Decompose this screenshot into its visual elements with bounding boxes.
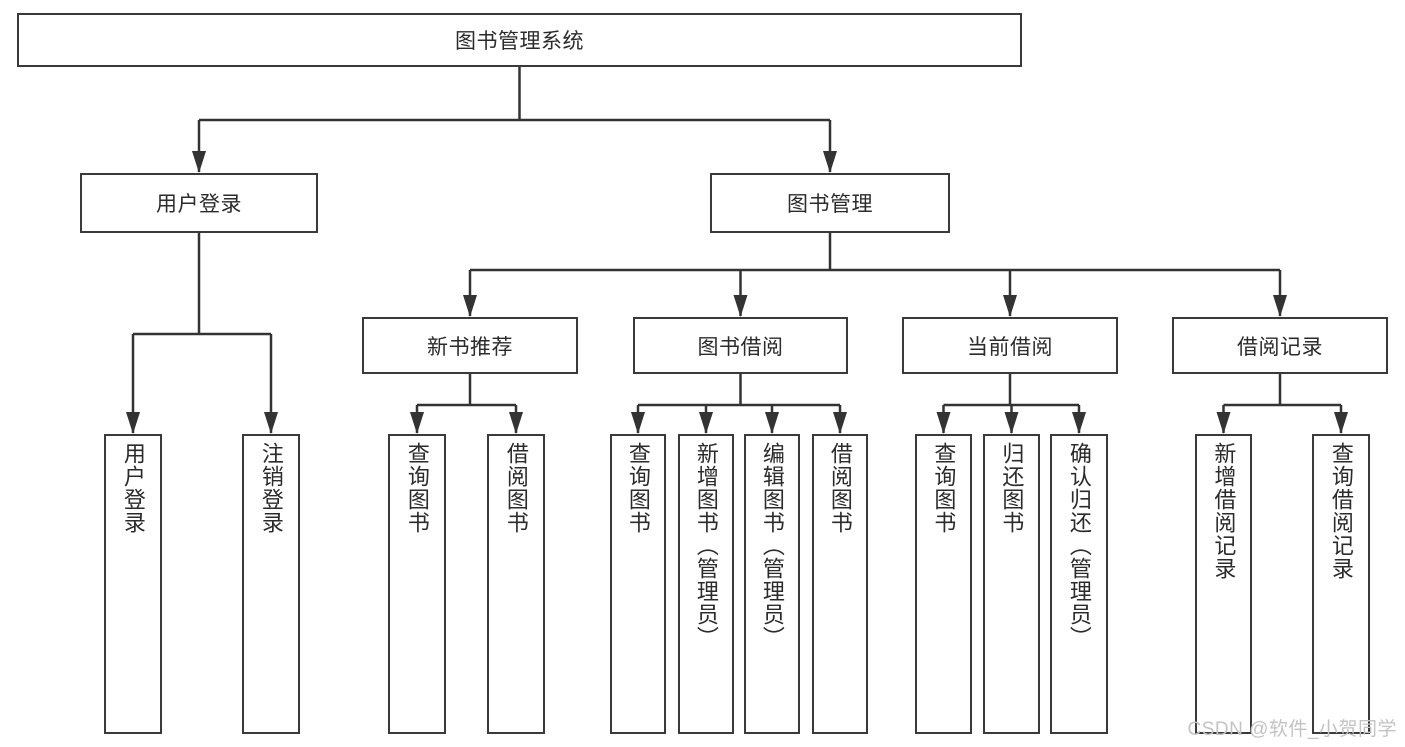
- node-l2_3[interactable]: 借阅记录: [1172, 317, 1388, 374]
- node-label: 新增借阅记录: [1211, 442, 1237, 580]
- arrow-head-1-0: [126, 412, 140, 434]
- node-l2_1[interactable]: 图书借阅: [633, 317, 848, 374]
- node-l3_12[interactable]: 查询借阅记录: [1312, 434, 1370, 734]
- node-l3_9[interactable]: 归还图书: [983, 434, 1040, 734]
- node-l1_1[interactable]: 图书管理: [710, 173, 950, 233]
- node-l3_8[interactable]: 查询图书: [915, 434, 972, 734]
- node-label: 查询借阅记录: [1328, 442, 1354, 580]
- node-l3_4[interactable]: 查询图书: [610, 434, 666, 734]
- csdn-watermark: CSDN @软件_小贺同学: [1187, 719, 1397, 740]
- node-label: 归还图书: [999, 442, 1025, 534]
- node-l3_0[interactable]: 用户登录: [104, 434, 162, 734]
- node-l3_7[interactable]: 借阅图书: [812, 434, 868, 734]
- node-label: 新增图书（管理员）: [693, 442, 719, 649]
- arrow-head-5-2: [1072, 412, 1086, 434]
- arrow-head-4-2: [765, 412, 779, 434]
- node-label: 查询图书: [404, 442, 430, 534]
- node-label: 新书推荐: [427, 335, 513, 359]
- arrow-head-5-1: [1004, 412, 1019, 434]
- node-label: 用户登录: [120, 442, 146, 534]
- node-l3_3[interactable]: 借阅图书: [487, 434, 545, 734]
- node-root[interactable]: 图书管理系统: [17, 13, 1022, 67]
- arrow-head-5-0: [936, 412, 951, 434]
- node-l1_0[interactable]: 用户登录: [80, 173, 318, 233]
- node-label: 确认归还（管理员）: [1066, 442, 1092, 649]
- node-label: 当前借阅: [967, 335, 1053, 359]
- arrow-head-6-1: [1334, 412, 1348, 434]
- node-label: 查询图书: [931, 442, 957, 534]
- node-l3_5[interactable]: 新增图书（管理员）: [678, 434, 734, 734]
- arrow-head-3-1: [509, 412, 523, 434]
- node-label: 借阅记录: [1237, 335, 1323, 359]
- node-l3_2[interactable]: 查询图书: [388, 434, 446, 734]
- node-label: 编辑图书（管理员）: [759, 442, 785, 649]
- node-label: 查询图书: [625, 442, 651, 534]
- arrow-head-4-1: [699, 412, 713, 434]
- arrow-head-6-0: [1216, 412, 1231, 434]
- node-label: 图书管理系统: [455, 30, 584, 53]
- node-label: 注销登录: [258, 442, 284, 534]
- arrow-head-2-0: [463, 295, 477, 317]
- node-label: 借阅图书: [503, 442, 529, 534]
- node-label: 用户登录: [156, 193, 242, 216]
- node-l3_10[interactable]: 确认归还（管理员）: [1050, 434, 1108, 734]
- arrow-head-2-2: [1003, 295, 1017, 317]
- node-l2_0[interactable]: 新书推荐: [362, 317, 578, 374]
- node-l2_2[interactable]: 当前借阅: [902, 317, 1118, 374]
- arrow-head-0-1: [823, 151, 837, 173]
- arrow-head-2-3: [1273, 295, 1287, 317]
- arrow-head-4-0: [631, 412, 645, 434]
- node-l3_11[interactable]: 新增借阅记录: [1195, 434, 1252, 734]
- node-l3_1[interactable]: 注销登录: [242, 434, 300, 734]
- node-label: 借阅图书: [827, 442, 853, 534]
- arrow-head-0-0: [192, 151, 206, 173]
- arrow-head-2-1: [733, 295, 748, 317]
- arrow-head-4-3: [833, 412, 847, 434]
- arrow-head-3-0: [410, 412, 424, 434]
- arrow-head-1-1: [264, 412, 278, 434]
- node-label: 图书借阅: [697, 335, 784, 359]
- node-l3_6[interactable]: 编辑图书（管理员）: [744, 434, 800, 734]
- node-label: 图书管理: [787, 193, 873, 216]
